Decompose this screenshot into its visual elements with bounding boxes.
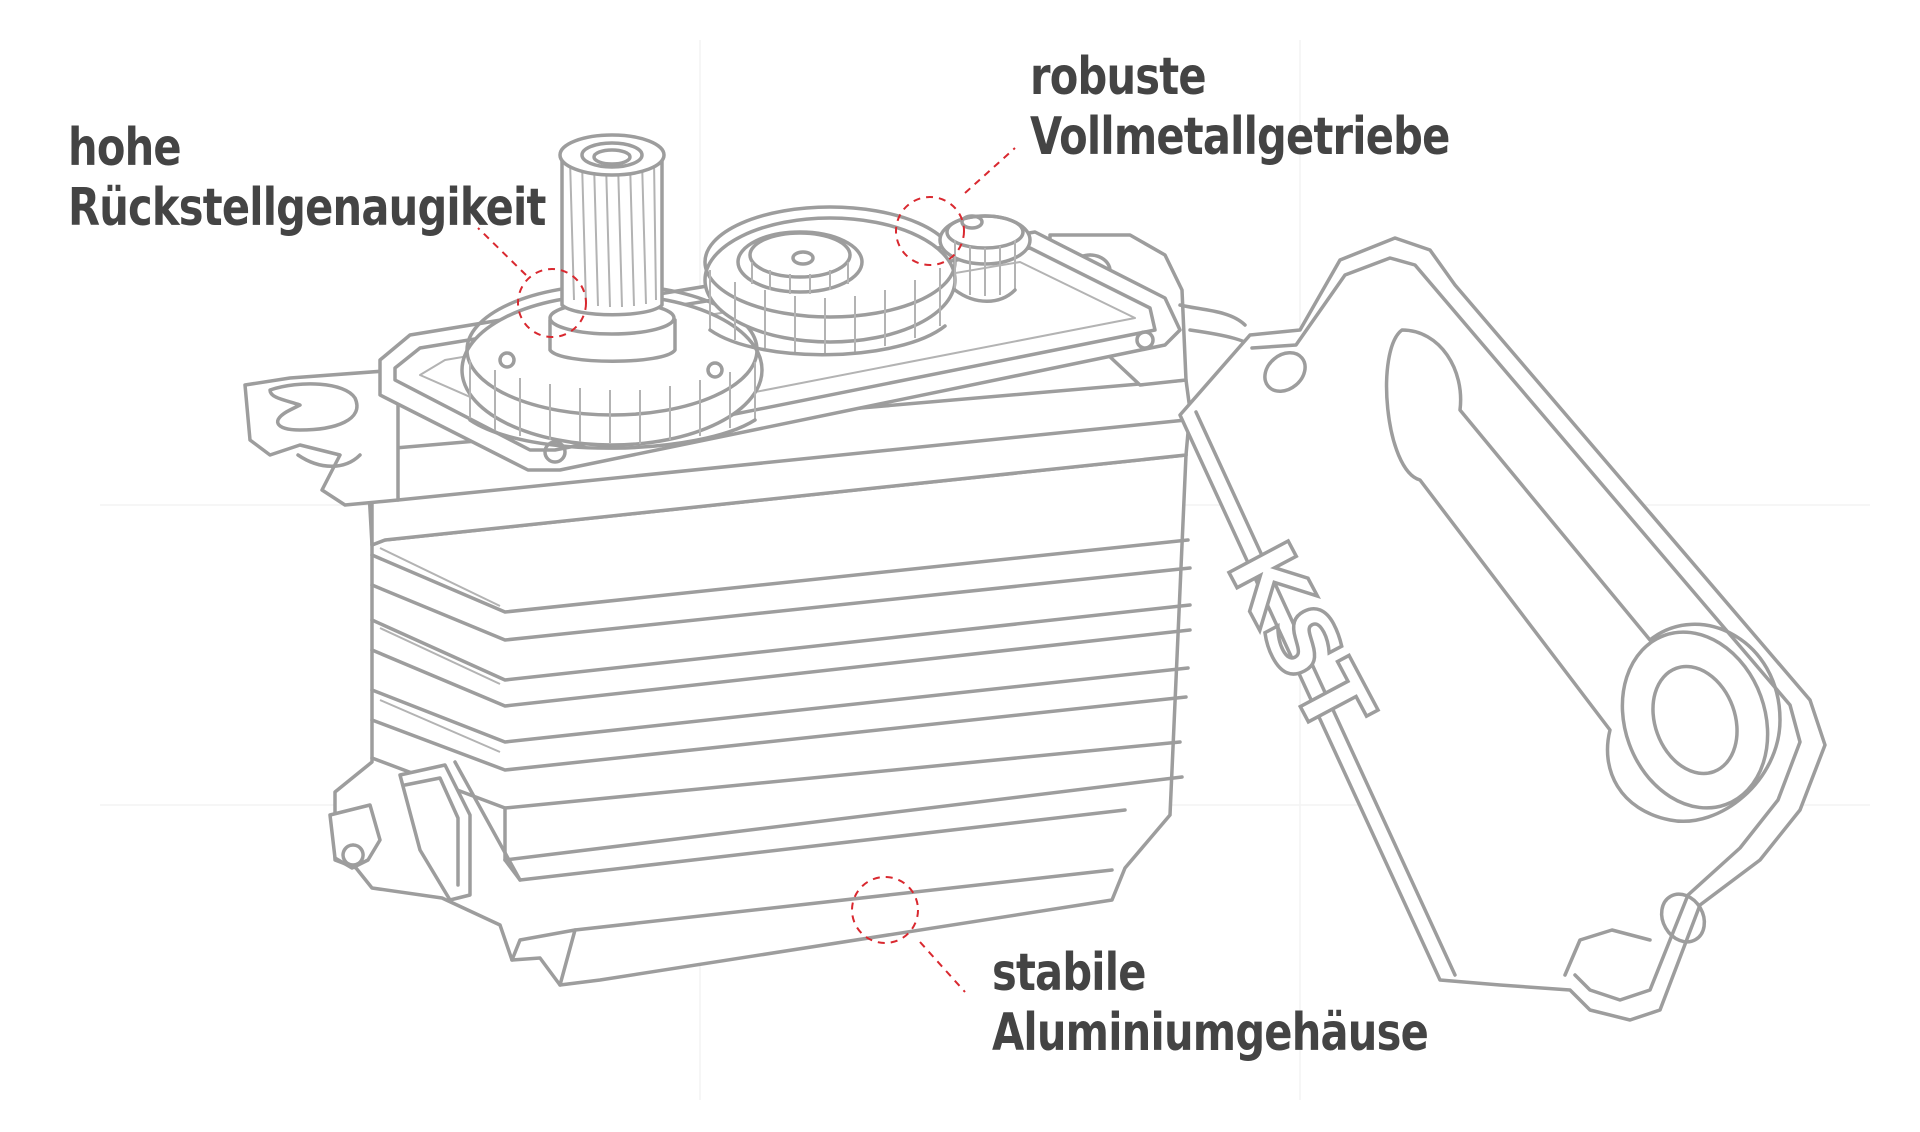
gears-marker [895,196,965,266]
precision-leader-line [477,227,527,276]
housing-marker [851,876,919,944]
callout-gears-line2: Vollmetallgetriebe [1030,107,1450,167]
callout-housing: stabile Aluminiumgehäuse [992,943,1429,1063]
gears-leader-line [964,147,1016,194]
housing-leader-line [919,941,966,993]
callout-housing-line1: stabile [992,943,1146,1003]
precision-marker [517,268,587,338]
callout-gears-line1: robuste [1030,47,1207,107]
output-shaft [548,133,677,363]
callout-precision: hohe Rückstellgenaugikeit [68,118,546,238]
callout-gears: robuste Vollmetallgetriebe [1030,47,1450,167]
callout-precision-line1: hohe [68,118,182,178]
callout-housing-line2: Aluminiumgehäuse [992,1003,1429,1063]
callout-precision-line2: Rückstellgenaugikeit [68,178,546,238]
callout-markers [477,147,1016,993]
servo-horn: KST [1178,236,1827,1022]
